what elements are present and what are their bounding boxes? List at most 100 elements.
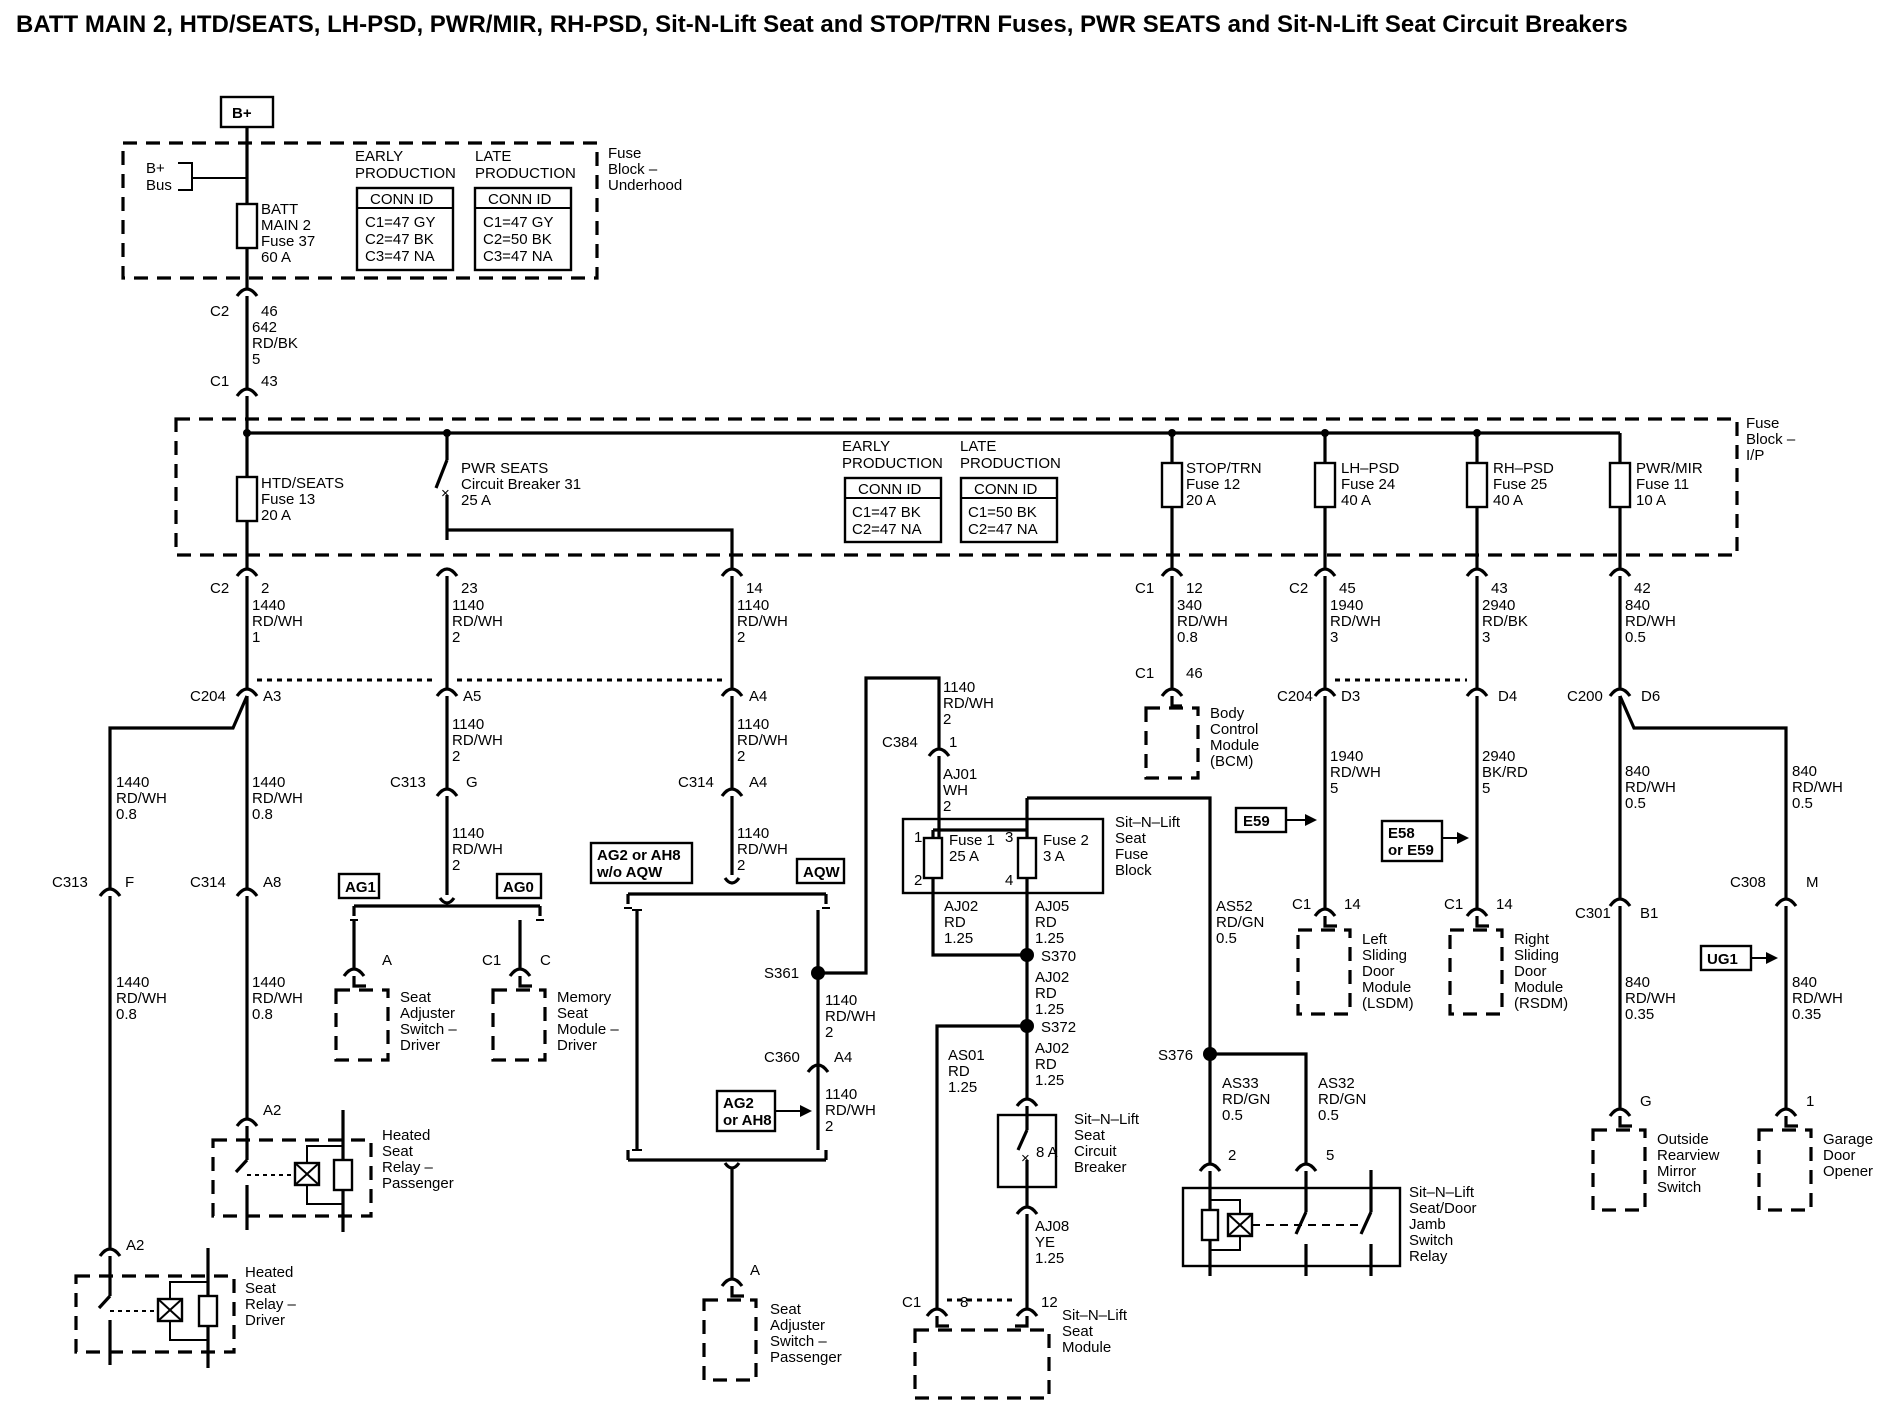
c1-label-stop: C1 xyxy=(1135,580,1154,597)
batt-main-fuse-text-1: BATT xyxy=(261,201,298,218)
ps-w2-color: RD/WH xyxy=(737,841,788,858)
snl-cb-text-4: Breaker xyxy=(1074,1159,1127,1176)
mirror-pin-g: G xyxy=(1640,1093,1652,1110)
sap-text-1: Seat xyxy=(770,1301,802,1318)
as01-size: 1.25 xyxy=(948,1079,977,1096)
rh-psd-text-3: 40 A xyxy=(1493,492,1523,509)
w1140-b-num: 1140 xyxy=(737,597,769,614)
ip-fuse-block: Fuse Block – I/P EARLY PRODUCTION LATE P… xyxy=(174,415,1796,570)
pin-42: 42 xyxy=(1634,580,1651,597)
aj02-c-size: 1.25 xyxy=(1035,1072,1064,1089)
cb-rating: 8 A xyxy=(1036,1144,1058,1161)
garage-text-3: Opener xyxy=(1823,1163,1873,1180)
hsd-text-4: Driver xyxy=(245,1312,285,1329)
sld-text-1: Seat xyxy=(400,989,432,1006)
bcm-box xyxy=(1144,706,1200,780)
bcm-branch: C1 46 Body Control Module (BCM) xyxy=(1135,665,1259,780)
pwr-mir-branch: 840 RD/WH 0.5 840 RD/WH 0.5 C301 B1 C308… xyxy=(1575,695,1873,1212)
wire-labels-row-1: 1440 RD/WH 1 1140 RD/WH 2 1140 RD/WH 2 3… xyxy=(252,597,1676,646)
option-ag2-2: or AH8 xyxy=(723,1112,772,1129)
option-ag1: AG1 xyxy=(345,879,376,896)
sap-text-2: Adjuster xyxy=(770,1317,825,1334)
pin-a5: A5 xyxy=(463,688,481,705)
aj02a-size: 1.25 xyxy=(944,930,973,947)
pin-a3: A3 xyxy=(263,688,281,705)
pin-2: 2 xyxy=(261,580,269,597)
ps-w4-num: 1140 xyxy=(825,1086,857,1103)
w2940-num: 2940 xyxy=(1482,597,1515,614)
as01-color: RD xyxy=(948,1063,970,1080)
stop-trn-fuse-symbol xyxy=(1160,461,1184,509)
batt-main-fuse-text-2: MAIN 2 xyxy=(261,217,311,234)
ip-late-row-1: C1=50 BK xyxy=(968,504,1037,521)
aj02-b-color: RD xyxy=(1035,985,1057,1002)
sld-text-2: Adjuster xyxy=(400,1005,455,1022)
c204-label-right: C204 xyxy=(1277,688,1313,705)
bcm-text-4: (BCM) xyxy=(1210,753,1253,770)
ds-w1-size: 2 xyxy=(452,748,460,765)
batt-main-2-fuse-symbol xyxy=(235,202,259,250)
hsp-w2-color: RD/WH xyxy=(252,990,303,1007)
ps-w1-size: 2 xyxy=(737,748,745,765)
pwr-seats-text-1: PWR SEATS xyxy=(461,460,548,477)
msm-text-1: Memory xyxy=(557,989,612,1006)
ps-w3-size: 2 xyxy=(825,1024,833,1041)
underhood-block-label-3: Underhood xyxy=(608,177,682,194)
as52-color: RD/GN xyxy=(1216,914,1264,931)
c204-label: C204 xyxy=(190,688,226,705)
lsdm-text-5: (LSDM) xyxy=(1362,995,1414,1012)
pin-m: M xyxy=(1806,874,1819,891)
c314-left-label: C314 xyxy=(190,874,226,891)
feed-wire-color: RD/BK xyxy=(252,335,298,352)
pin-45: 45 xyxy=(1339,580,1356,597)
msm-text-2: Seat xyxy=(557,1005,589,1022)
lsdm-c1: C1 xyxy=(1292,896,1311,913)
pwr-mir-text-2: Fuse 11 xyxy=(1636,476,1689,493)
garage-w2-color: RD/WH xyxy=(1792,990,1843,1007)
pin-f: F xyxy=(125,874,134,891)
garage-pin-1: 1 xyxy=(1806,1093,1814,1110)
snl-module-pin-8: 8 xyxy=(960,1294,968,1311)
option-ag2-1: AG2 xyxy=(723,1095,754,1112)
ds-w2-color: RD/WH xyxy=(452,841,503,858)
ds-w2-num: 1140 xyxy=(452,825,484,842)
hsd-w2-num: 1440 xyxy=(116,974,149,991)
ip-block-label-1: Fuse xyxy=(1746,415,1779,432)
mir-w2-color: RD/WH xyxy=(1625,990,1676,1007)
underhood-late-conn-table: CONN ID C1=47 GY C2=50 BK C3=47 NA xyxy=(473,186,573,272)
hsp-text-2: Seat xyxy=(382,1143,414,1160)
mir-w2-num: 840 xyxy=(1625,974,1650,991)
underhood-fuse-block: Fuse Block – Underhood B+ Bus BATT MAIN … xyxy=(121,141,682,280)
aj02a-color: RD xyxy=(944,914,966,931)
hsd-w1-color: RD/WH xyxy=(116,790,167,807)
bcm-pin-46: 46 xyxy=(1186,665,1203,682)
snl-module-c1: C1 xyxy=(902,1294,921,1311)
lsdm-text-2: Sliding xyxy=(1362,947,1407,964)
aj02a-num: AJ02 xyxy=(944,898,978,915)
snl-module-text-3: Module xyxy=(1062,1339,1111,1356)
aj01-num: AJ01 xyxy=(943,766,977,783)
feed-c1-pin: 43 xyxy=(261,373,278,390)
option-aqw: AQW xyxy=(803,864,841,881)
fuse1-pin-1: 1 xyxy=(914,829,922,846)
as32-num: AS32 xyxy=(1318,1075,1355,1092)
ip-late-conn-table: CONN ID C1=50 BK C2=47 NA xyxy=(959,476,1059,544)
aj02-c-color: RD xyxy=(1035,1056,1057,1073)
snl-cb-text-3: Circuit xyxy=(1074,1143,1117,1160)
pin-12: 12 xyxy=(1186,580,1203,597)
option-ug1: UG1 xyxy=(1707,951,1738,968)
rh-psd-text-2: Fuse 25 xyxy=(1493,476,1547,493)
lh-psd-text-3: 40 A xyxy=(1341,492,1371,509)
snl-fuse-block-text-1: Sit–N–Lift xyxy=(1115,814,1181,831)
rsdm-c1: C1 xyxy=(1444,896,1463,913)
lh-psd-branch: 1940 RD/WH 5 E59 C1 14 Left Sliding Door… xyxy=(1234,696,1414,1016)
ps-w1-num: 1140 xyxy=(737,716,769,733)
garage-w1-size: 0.5 xyxy=(1792,795,1813,812)
rh-w-size: 5 xyxy=(1482,780,1490,797)
fuse2-pin-3: 3 xyxy=(1005,829,1013,846)
c384-pin-1: 1 xyxy=(949,734,957,751)
aj02-c-num: AJ02 xyxy=(1035,1040,1069,1057)
hsd-pin-a2: A2 xyxy=(126,1237,144,1254)
ip-block-label-2: Block – xyxy=(1746,431,1796,448)
underhood-late-head-2: PRODUCTION xyxy=(475,165,576,182)
